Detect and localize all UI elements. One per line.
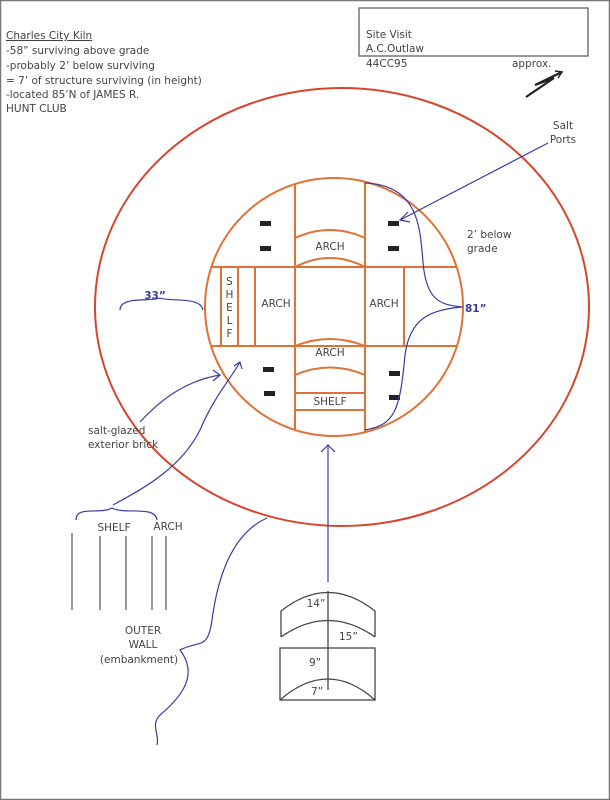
north-approx-label: approx. bbox=[512, 58, 552, 70]
shelf-left-label: S H E L F bbox=[226, 276, 234, 340]
site-visit-label: Site Visit bbox=[366, 29, 412, 41]
arch-dim-15: 15” bbox=[339, 631, 358, 643]
site-box: Site Visit A.C.Outlaw bbox=[358, 7, 589, 57]
salt-glazed-label: salt-glazed bbox=[88, 425, 145, 437]
arch-bottom-label: ARCH bbox=[315, 347, 344, 359]
shelf-letter: L bbox=[227, 315, 233, 327]
note-line: HUNT CLUB bbox=[6, 103, 67, 115]
salt-port-marks bbox=[260, 221, 400, 400]
north-arrow-icon bbox=[525, 70, 564, 98]
section-arch-label: ARCH bbox=[153, 521, 182, 533]
arch-detail bbox=[279, 591, 376, 701]
salt-ports-label: Salt bbox=[553, 120, 573, 132]
arch-dim-7: 7” bbox=[311, 686, 323, 698]
outer-width-brace bbox=[119, 297, 204, 311]
note-line: = 7’ of structure surviving (in height) bbox=[6, 75, 202, 87]
salt-ports-pointer bbox=[399, 142, 549, 221]
shelf-letter: H bbox=[226, 289, 234, 301]
arch-dim-14: 14” bbox=[307, 598, 326, 610]
kiln-floor-plan bbox=[204, 177, 464, 437]
section-brace bbox=[75, 507, 158, 521]
note-line: -located 85’N of JAMES R. bbox=[6, 89, 139, 101]
shelf-letter: S bbox=[226, 276, 233, 288]
section-shelf-label: SHELF bbox=[97, 522, 130, 534]
section-arrow bbox=[112, 361, 241, 506]
outer-wall-circle bbox=[94, 87, 590, 527]
salt-ports-label: Ports bbox=[550, 134, 576, 146]
inner-diameter-label: 81” bbox=[465, 303, 487, 315]
arch-right-label: ARCH bbox=[369, 298, 398, 310]
salt-glazed-label: exterior brick bbox=[88, 439, 159, 451]
below-grade-label: grade bbox=[467, 243, 498, 255]
salt-glazed-arrow bbox=[139, 374, 221, 423]
outer-wall-pointer bbox=[154, 517, 268, 746]
shelf-bottom-label: SHELF bbox=[313, 396, 346, 408]
outer-wall-label: OUTER bbox=[125, 625, 161, 637]
diameter-brace-upper bbox=[364, 182, 463, 308]
below-grade-label: 2’ below bbox=[467, 229, 512, 241]
diameter-brace-lower bbox=[364, 306, 463, 431]
site-number: 44CC95 bbox=[366, 58, 407, 70]
shelf-letter: E bbox=[226, 302, 233, 314]
arch-top-label: ARCH bbox=[315, 241, 344, 253]
note-line: -probably 2’ below surviving bbox=[6, 60, 155, 72]
outer-width-label: 33” bbox=[144, 290, 166, 302]
site-author: A.C.Outlaw bbox=[366, 43, 424, 55]
notes: Charles City Kiln -58” surviving above g… bbox=[6, 30, 202, 115]
annotation-lines bbox=[75, 142, 549, 746]
outer-wall-label: WALL bbox=[129, 639, 158, 651]
note-line: -58” surviving above grade bbox=[6, 45, 149, 57]
wall-section bbox=[71, 533, 167, 610]
notes-title: Charles City Kiln bbox=[6, 30, 92, 42]
arch-dim-9: 9” bbox=[309, 657, 321, 669]
arch-left-label: ARCH bbox=[261, 298, 290, 310]
outer-wall-label: (embankment) bbox=[100, 654, 178, 666]
shelf-letter: F bbox=[226, 328, 232, 340]
